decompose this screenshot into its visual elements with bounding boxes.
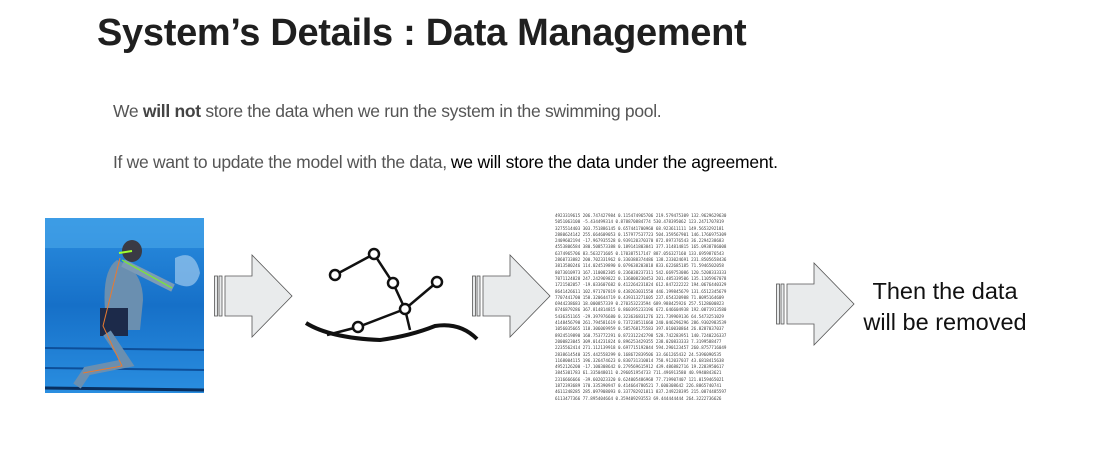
removal-note: Then the data will be removed: [845, 276, 1045, 338]
statement-agreement: If we want to update the model with the …: [113, 152, 778, 173]
emphasis-will-not: will not: [142, 101, 201, 121]
statement-no-storage: We will not store the data when we run t…: [113, 101, 662, 122]
removal-line-1: Then the data: [872, 278, 1018, 304]
swimmer-pose-photo: [45, 218, 204, 393]
arrow-right-icon: [472, 254, 551, 338]
text: We: [113, 101, 143, 121]
text: If we want to update the model with the …: [113, 152, 447, 172]
slide-title: System’s Details : Data Management: [97, 12, 747, 54]
numeric-data-table: 4923319615 206.747427984 0.115474965706 …: [555, 213, 727, 401]
agreement-text: we will store the data under the agreeme…: [450, 152, 778, 172]
skeleton-pose-diagram: [304, 247, 479, 343]
arrow-right-icon: [214, 254, 293, 338]
arrow-right-icon: [776, 262, 855, 346]
text: store the data when we run the system in…: [200, 101, 662, 121]
removal-line-2: will be removed: [863, 309, 1027, 335]
